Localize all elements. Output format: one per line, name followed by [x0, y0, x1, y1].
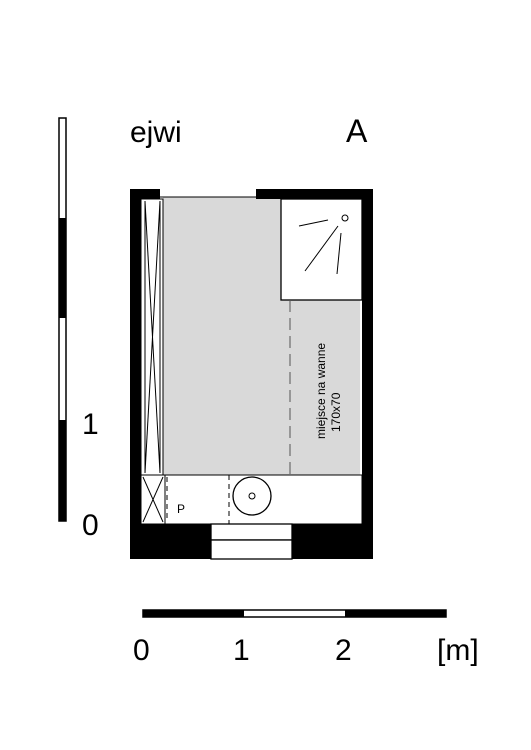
horizontal-scale-label-1: 1	[233, 634, 250, 667]
header-left-text: ejwi	[130, 116, 182, 149]
walls	[130, 189, 373, 559]
vertical-scale-label-1: 1	[82, 408, 99, 441]
left-cabinet	[140, 198, 164, 476]
vertical-scale-label-0: 0	[82, 509, 99, 542]
horizontal-scale-unit: [m]	[437, 634, 479, 667]
header-right-text: A	[346, 113, 368, 149]
shower-tray	[280, 198, 363, 301]
horizontal-scale-bar	[142, 609, 447, 618]
room-floor	[163, 197, 360, 475]
fixture-label: P	[177, 502, 185, 516]
bottom-threshold	[210, 523, 293, 560]
washbasin	[232, 476, 272, 516]
vertical-scale-bar	[58, 117, 67, 522]
bath-note-line1: miejsce na wanne	[314, 343, 328, 439]
horizontal-scale-label-0: 0	[133, 634, 150, 667]
horizontal-scale-label-2: 2	[335, 634, 352, 667]
bath-note-line2: 170x70	[329, 392, 343, 432]
